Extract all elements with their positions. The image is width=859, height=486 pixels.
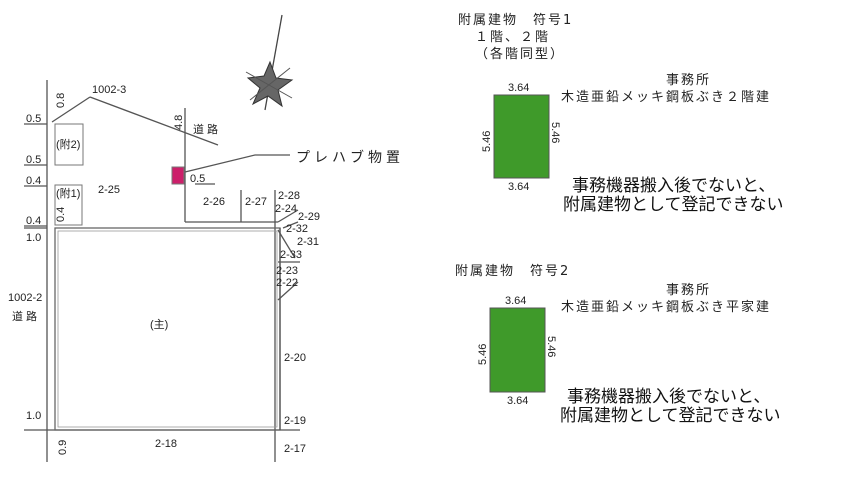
annex1-box	[54, 184, 83, 226]
lot-label: 2-31	[297, 236, 319, 248]
lot-label: 1002-3	[92, 84, 126, 96]
dim: 3.64	[505, 295, 526, 307]
annex1-footprint	[493, 94, 550, 179]
compass-icon	[245, 14, 294, 111]
annex2-box	[54, 123, 84, 166]
annex1-floors: １階、２階	[475, 30, 550, 45]
dim: 0.8	[55, 93, 67, 108]
lot-label: 2-20	[284, 352, 306, 364]
annex2-structure: 木造亜鉛メッキ鋼板ぶき平家建	[561, 299, 771, 315]
lot-label: 2-24	[275, 203, 297, 215]
annex2-panel: 附属建物 符号2 事務所 木造亜鉛メッキ鋼板ぶき平家建 3.64 3.64 5.…	[455, 263, 781, 426]
dim: 5.46	[481, 131, 493, 152]
annex1-panel: 附属建物 符号1 １階、２階 （各階同型） 事務所 木造亜鉛メッキ鋼板ぶき２階建…	[458, 12, 784, 215]
lot-label: 2-33	[280, 249, 302, 261]
annex2-label: (附2)	[56, 137, 80, 151]
dim: 5.46	[549, 122, 561, 143]
annex2-title: 附属建物 符号2	[455, 263, 570, 279]
dim: 3.64	[508, 82, 529, 94]
dim: 0.5	[26, 113, 41, 125]
annex2-warning: 事務機器搬入後でないと、	[567, 387, 770, 407]
dim: 1.0	[26, 232, 41, 244]
dim: 0.9	[57, 440, 69, 455]
lot-label: 2-29	[298, 211, 320, 223]
dim: 0.4	[26, 175, 41, 187]
annex2-warning: 附属建物として登記できない	[560, 406, 781, 426]
dim: 0.5	[26, 154, 41, 166]
annex1-use: 事務所	[666, 73, 711, 88]
dim: 5.46	[477, 344, 489, 365]
lot-label: 2-28	[278, 190, 300, 202]
lot-label: 2-27	[245, 196, 267, 208]
dim: 4.8	[173, 115, 185, 130]
annex1-warning: 事務機器搬入後でないと、	[572, 176, 775, 196]
lot-label: 2-32	[286, 223, 308, 235]
lot-label: 2-17	[284, 443, 306, 455]
main-building-label: (主)	[150, 318, 168, 331]
dim: 0.4	[26, 215, 41, 227]
road-label: 道 路	[12, 309, 37, 323]
annex1-note: （各階同型）	[475, 46, 565, 62]
lot-label: 2-18	[155, 438, 177, 450]
annex1-warning: 附属建物として登記できない	[563, 195, 784, 215]
dim: 5.46	[545, 336, 557, 357]
lot-label: 1002-2	[8, 292, 42, 304]
annex2-use: 事務所	[666, 283, 711, 298]
dim: 1.0	[26, 410, 41, 422]
annex1-label: (附1)	[56, 186, 80, 200]
dim: 0.4	[55, 207, 67, 222]
dim: 3.64	[508, 181, 529, 193]
annex2-footprint	[489, 307, 546, 393]
prefab-label: プレハブ物置	[296, 149, 404, 166]
lot-lines	[24, 80, 300, 462]
lot-label: 2-25	[98, 184, 120, 196]
road-label: 道 路	[193, 122, 218, 136]
lot-label: 2-23	[276, 265, 298, 277]
prefab-shed	[171, 166, 185, 185]
lot-label: 2-22	[276, 277, 298, 289]
dim: 0.5	[190, 173, 205, 185]
prefab-leader	[184, 154, 290, 173]
annex1-title: 附属建物 符号1	[458, 12, 573, 28]
lot-label: 2-19	[284, 415, 306, 427]
annex1-structure: 木造亜鉛メッキ鋼板ぶき２階建	[561, 90, 771, 105]
lot-label: 2-26	[203, 196, 225, 208]
dim: 3.64	[507, 395, 528, 407]
